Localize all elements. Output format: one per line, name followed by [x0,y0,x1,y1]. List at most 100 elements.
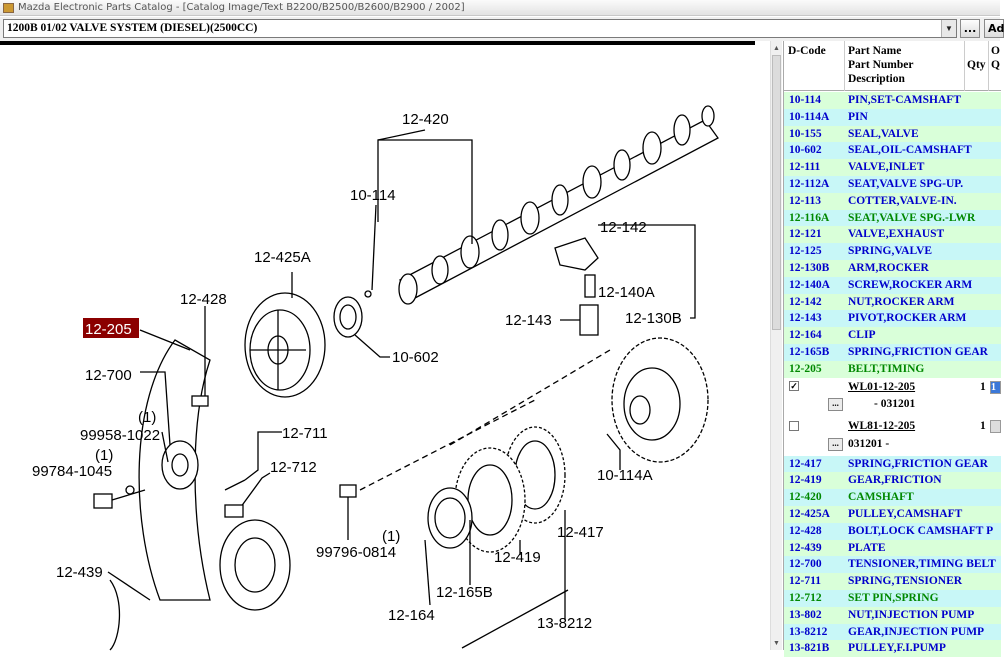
callout-12-420[interactable]: 12-420 [402,111,449,128]
part-row-name: SEAL,VALVE [848,127,919,140]
callout-12-439[interactable]: 12-439 [56,564,103,581]
part-row-name: VALVE,EXHAUST [848,228,945,241]
callout-99958-1022[interactable]: 99958-1022 [80,427,160,444]
header-part-number[interactable]: Part Number [848,59,914,71]
callout-10-602[interactable]: 10-602 [392,349,439,366]
header-col-q[interactable]: Q [991,59,1000,71]
header-qty[interactable]: Qty [967,59,986,71]
sub-item-part-number: WL81-12-205 [848,419,916,432]
callout-12-419[interactable]: 12-419 [494,549,541,566]
scroll-down-icon[interactable]: ▼ [773,639,780,647]
callout-12-711[interactable]: 12-711 [282,425,328,442]
sub-item-part-number: WL01-12-205 [848,380,916,393]
part-row[interactable]: 12-113 COTTER,VALVE-IN. [784,192,1001,210]
callout-99796-0814[interactable]: 99796-0814 [316,544,396,561]
add-button[interactable]: Ad [984,19,1004,38]
header-part-name[interactable]: Part Name [848,45,902,57]
header-description[interactable]: Description [848,73,905,85]
sub-item-range: 031201 - [848,437,890,450]
part-row-dcode: 12-142 [789,295,822,308]
callout-10-114a[interactable]: 10-114A [597,467,653,484]
injection-pump-gear-drawing [611,337,709,463]
callout-12-417[interactable]: 12-417 [557,524,604,541]
header-col-o[interactable]: O [991,45,1000,57]
order-qty-input[interactable]: 1 [990,380,1001,394]
scroll-thumb[interactable] [772,55,781,330]
sub-item-1[interactable]: ✓ WL01-12-205 1 1 ... - 031201 [784,377,1001,418]
part-row-dcode: 13-802 [789,608,822,621]
sub-item-qty: 1 [980,419,986,432]
callout-10-114[interactable]: 10-114 [350,187,396,204]
callout-12-140a[interactable]: 12-140A [598,284,655,301]
part-row-name: PIVOT,ROCKER ARM [848,312,967,325]
catalog-image-pane[interactable]: 12-420 10-114 12-142 12-425A 12-428 12-1… [0,41,770,651]
browse-button[interactable]: ... [960,19,980,38]
callout-qty-1c: (1) [382,528,400,545]
sub-item-2[interactable]: WL81-12-205 1 ... 031201 - [784,417,1001,456]
callout-99784-1045[interactable]: 99784-1045 [32,463,112,480]
callout-12-142[interactable]: 12-142 [600,219,647,236]
sub-item-qty: 1 [980,380,986,393]
part-row-dcode: 12-419 [789,474,822,487]
sub-item-checkbox[interactable] [789,420,799,431]
callout-12-130b[interactable]: 12-130B [625,310,682,327]
callout-12-143[interactable]: 12-143 [505,312,552,329]
part-row-dcode: 10-114A [789,110,830,123]
sub-item-details-button[interactable]: ... [828,397,843,411]
callout-12-425a[interactable]: 12-425A [254,249,311,266]
part-row-dcode: 12-711 [789,575,821,588]
part-row[interactable]: 12-419 GEAR,FRICTION [784,472,1001,490]
chevron-down-icon[interactable]: ▼ [941,20,956,37]
part-row-name: GEAR,FRICTION [848,474,942,487]
callout-12-700[interactable]: 12-700 [85,367,132,384]
part-row-dcode: 10-602 [789,144,822,157]
sub-item-checkbox[interactable]: ✓ [789,380,799,391]
callout-12-205[interactable]: 12-205 [85,321,132,338]
order-qty-input[interactable] [990,419,1001,433]
callout-13-8212[interactable]: 13-8212 [537,615,592,632]
callout-qty-1a: (1) [138,409,156,426]
section-select[interactable]: 1200B 01/02 VALVE SYSTEM (DIESEL)(2500CC… [3,19,957,38]
part-row-dcode: 12-205 [789,362,822,375]
image-scrollbar[interactable]: ▲ ▼ [770,41,782,650]
callout-12-165b[interactable]: 12-165B [436,584,493,601]
callout-12-712[interactable]: 12-712 [270,459,317,476]
scroll-up-icon[interactable]: ▲ [773,44,780,52]
callout-12-428[interactable]: 12-428 [180,291,227,308]
part-row-dcode: 12-113 [789,194,821,207]
part-row-name: COTTER,VALVE-IN. [848,194,957,207]
part-row-dcode: 12-165B [789,345,830,358]
sub-item-details-button[interactable]: ... [828,437,843,451]
callout-12-164[interactable]: 12-164 [388,607,435,624]
part-row-dcode: 10-114 [789,94,821,106]
header-dcode[interactable]: D-Code [788,45,826,57]
parts-list-header: D-Code Part Name Part Number Description… [784,41,1001,91]
